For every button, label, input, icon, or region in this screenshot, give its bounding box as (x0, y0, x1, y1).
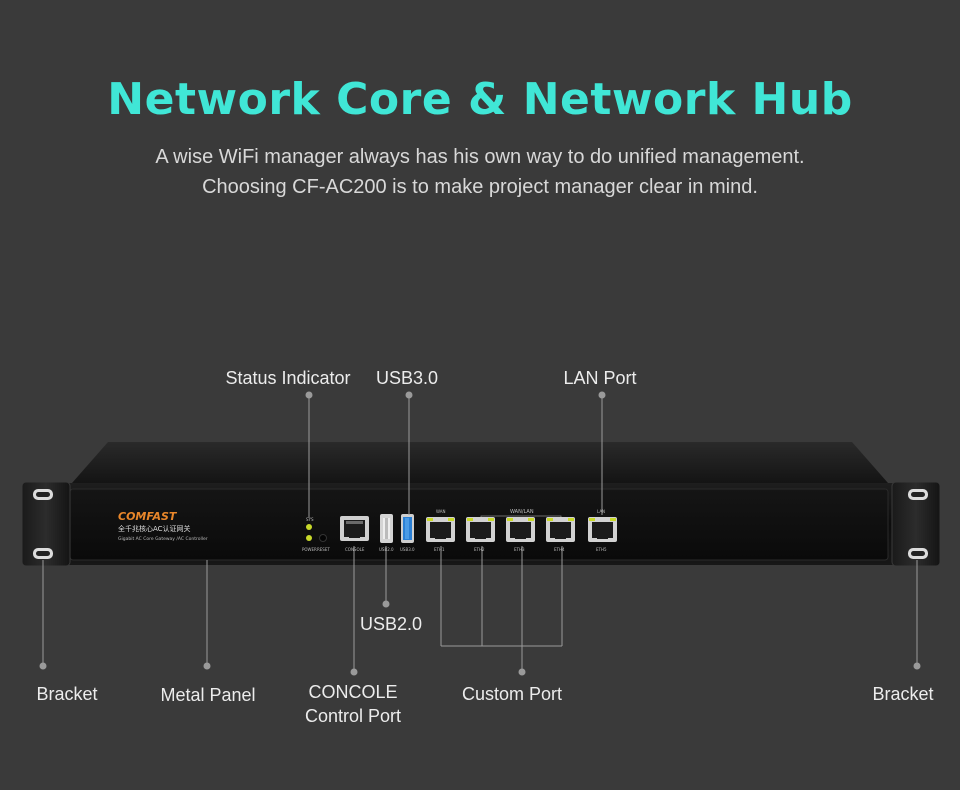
brand-logo: COMFAST (118, 510, 178, 523)
custom-port-label: Custom Port (461, 684, 563, 704)
eth-port-4 (546, 517, 575, 542)
usb2-callout-label: USB2.0 (359, 614, 423, 634)
wan-group-label: WAN (436, 509, 445, 514)
lan-group-label: LAN (597, 509, 605, 514)
bracket-right-label: Bracket (872, 684, 934, 704)
eth-port-5 (588, 517, 617, 542)
usb2-port (380, 514, 393, 543)
sys-led-label: SYS (306, 517, 314, 522)
subtitle-line-1: A wise WiFi manager always has his own w… (155, 146, 805, 168)
eth-port-3 (506, 517, 535, 542)
brand-chinese: 全千兆核心AC认证网关 (118, 524, 191, 533)
console-port (340, 516, 369, 541)
callout-lines (42, 395, 918, 672)
lan-port-callout-label: LAN Port (563, 368, 637, 388)
eth-label-3: ETH3 (514, 547, 525, 552)
eth-label-2: ETH2 (474, 547, 485, 552)
sys-led (306, 524, 312, 530)
page-title: Network Core & Network Hub (107, 74, 853, 125)
eth-label-5: ETH5 (596, 547, 607, 552)
brand-tagline: Gigabit AC Core Gateway /AC Controller (118, 536, 208, 542)
usb3-port-label: USB3.0 (400, 547, 415, 552)
bracket-left (21, 481, 71, 567)
eth-label-1: ETH1 (434, 547, 445, 552)
bracket-left-label: Bracket (36, 684, 98, 704)
usb3-port (401, 514, 414, 543)
callout-dots (39, 391, 921, 676)
status-indicator-label: Status Indicator (225, 368, 351, 388)
wanlan-group-label: WAN/LAN (510, 509, 534, 515)
subtitle-line-2: Choosing CF-AC200 is to make project man… (202, 176, 758, 198)
eth-port-2 (466, 517, 495, 542)
console-callout-label-line2: Control Port (304, 706, 402, 726)
console-port-label: CONSOLE (345, 547, 365, 552)
chassis-top (72, 442, 888, 483)
reset-label: RESET (317, 547, 330, 552)
power-led (306, 535, 312, 541)
usb3-callout-label: USB3.0 (375, 368, 439, 388)
eth-port-1 (426, 517, 455, 542)
metal-panel-label: Metal Panel (160, 685, 256, 705)
reset-button (319, 534, 327, 542)
eth-label-4: ETH4 (554, 547, 565, 552)
usb2-port-label: USB2.0 (379, 547, 394, 552)
console-callout-label-line1: CONCOLE (308, 682, 398, 702)
bracket-right (891, 481, 941, 567)
power-label: POWER (302, 547, 317, 552)
